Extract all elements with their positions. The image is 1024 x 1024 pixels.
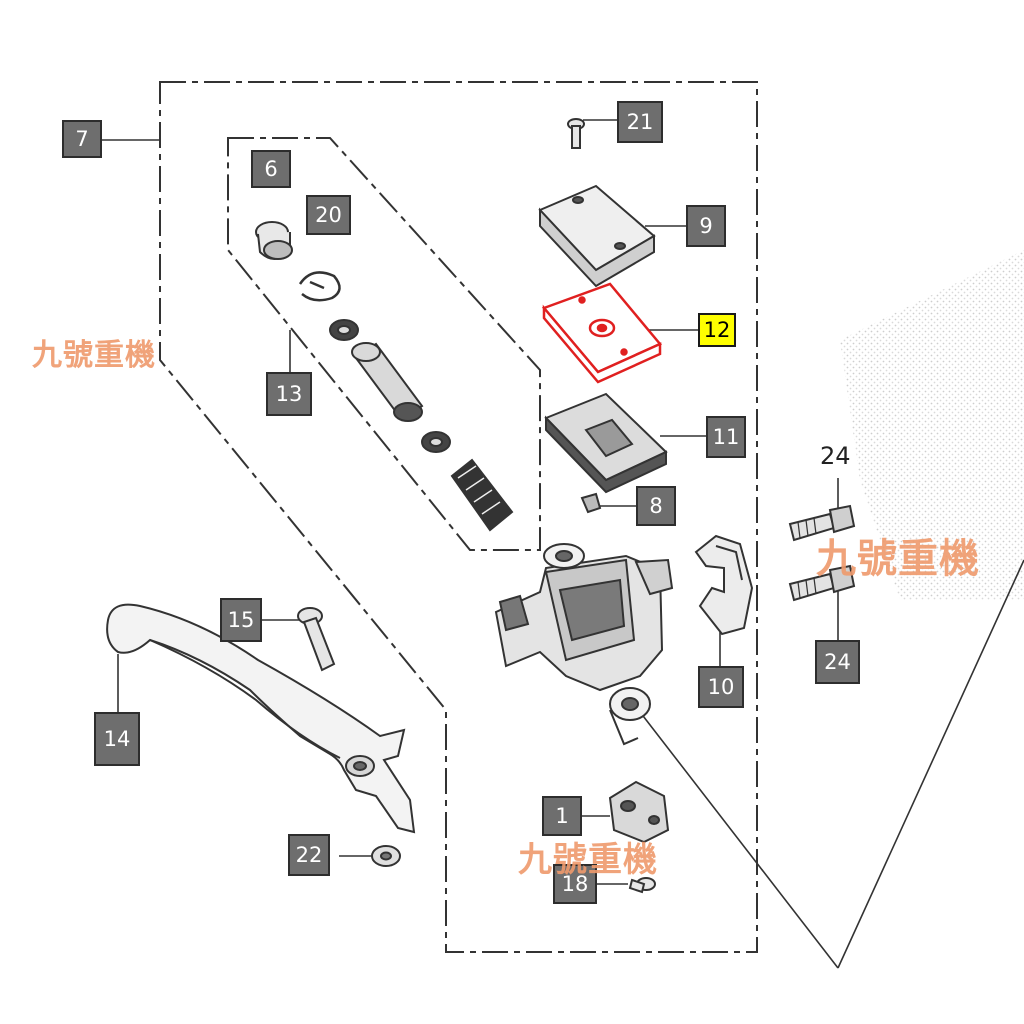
callout-1: 1 (542, 796, 582, 836)
part-clamp (694, 534, 754, 636)
callout-20: 20 (306, 195, 351, 235)
part-screw-21 (567, 118, 585, 149)
part-circlip (298, 271, 341, 302)
callout-6: 6 (251, 150, 291, 188)
part-piston (329, 319, 514, 532)
callout-14: 14 (94, 712, 140, 766)
part-brake-lever (106, 603, 416, 834)
callout-24-lower: 24 (815, 640, 860, 684)
watermark-left: 九號重機 (32, 338, 156, 373)
part-switch (608, 780, 670, 844)
part-master-cylinder-body (494, 543, 674, 746)
part-diaphragm (544, 392, 668, 494)
part-screw-18 (628, 877, 656, 894)
assembly-outline (159, 81, 758, 953)
watermark-bottom: 九號重機 (518, 840, 658, 880)
callout-8: 8 (636, 486, 676, 526)
callout-13: 13 (266, 372, 312, 416)
part-nut (371, 845, 401, 867)
handlebar-background (840, 250, 1024, 600)
leader-lines (102, 119, 1024, 969)
callout-15: 15 (220, 598, 262, 642)
callout-7: 7 (62, 120, 102, 158)
callout-11: 11 (706, 416, 746, 458)
part-pivot-bolt (297, 607, 336, 672)
part-diaphragm-plate (541, 282, 663, 384)
callout-9: 9 (686, 205, 726, 247)
watermark-right: 九號重機 (816, 536, 980, 582)
callout-12: 12 (698, 313, 736, 347)
label-24-upper: 24 (820, 442, 851, 470)
callout-22: 22 (288, 834, 330, 876)
callout-21: 21 (617, 101, 663, 143)
part-boot (255, 221, 293, 260)
piston-kit-outline (227, 137, 541, 551)
callout-10: 10 (698, 666, 744, 708)
part-reservoir-cap (538, 184, 656, 288)
part-bolts-24 (788, 504, 856, 602)
part-clip-8 (580, 492, 602, 514)
callout-18: 18 (553, 864, 597, 904)
